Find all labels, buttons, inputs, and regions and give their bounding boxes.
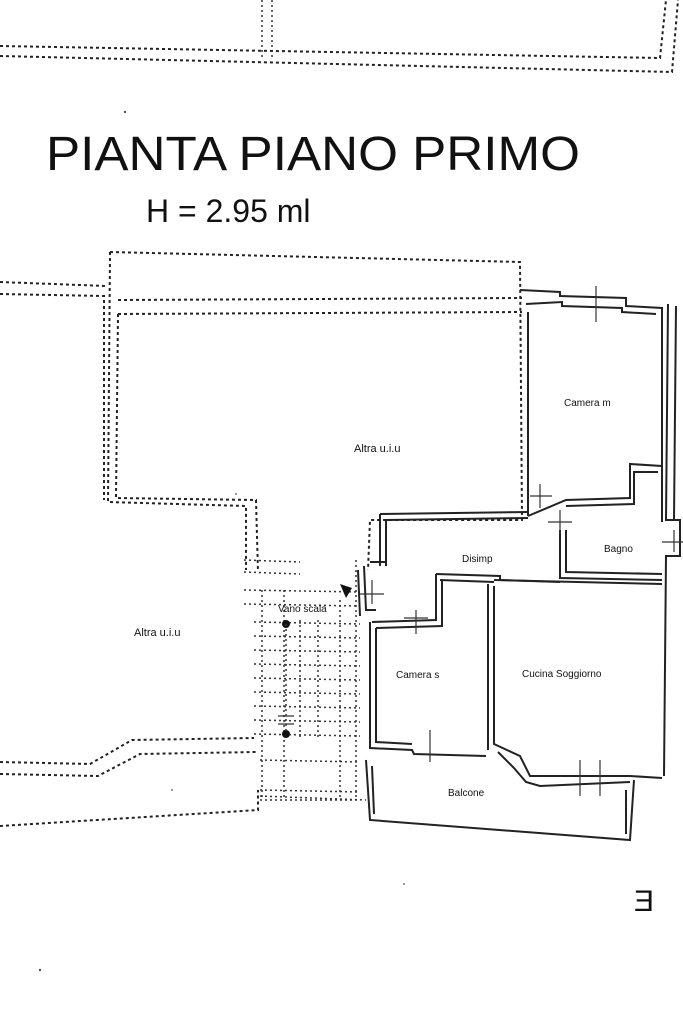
previous-plan-fragment (0, 0, 679, 74)
stair-hatching (243, 559, 361, 801)
altra-uiu-left-outline (0, 281, 259, 827)
stair-post-bottom (282, 730, 290, 738)
scan-specks (38, 110, 405, 972)
room-label-cucina-soggiorno: Cucina Soggiorno (522, 669, 602, 680)
room-label-balcone: Balcone (448, 788, 485, 799)
room-label-camera-s: Camera s (396, 670, 439, 681)
plan-title: PIANTA PIANO PRIMO (46, 128, 580, 181)
door-symbols (340, 286, 683, 796)
apartment-walls (259, 289, 681, 842)
room-label-vano-scala: Vano scala (278, 604, 327, 615)
room-label-altra-uiu-top: Altra u.i.u (354, 443, 400, 455)
room-label-altra-uiu-left: Altra u.i.u (134, 627, 180, 639)
room-label-camera-m: Camera m (564, 398, 611, 409)
plan-height-label: H = 2.95 ml (146, 193, 311, 229)
altra-uiu-top-outline (106, 251, 524, 573)
room-label-disimp: Disimp (462, 554, 493, 565)
room-label-bagno: Bagno (604, 544, 633, 555)
stair-arrow-icon (340, 584, 352, 598)
corner-mark: E (634, 885, 654, 918)
